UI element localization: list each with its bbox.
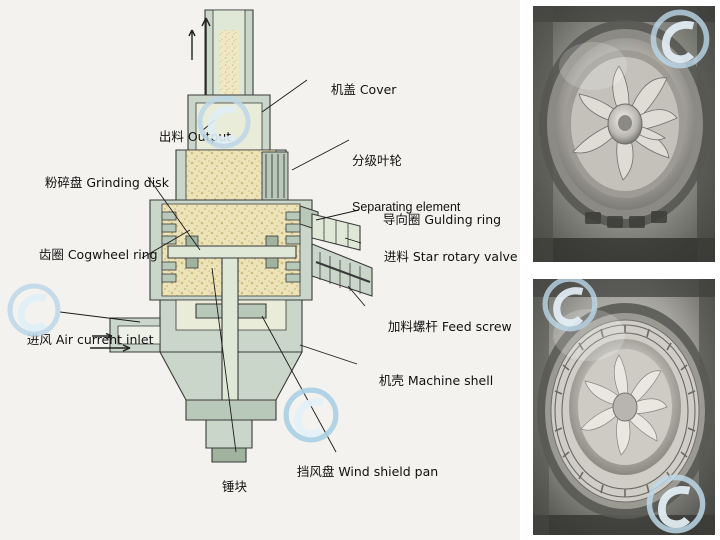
label-cover: 机盖 Cover [330, 81, 397, 97]
label-hammer-block: 锤块 Hammer block [222, 479, 248, 495]
label-output: 出料 Output [158, 128, 232, 144]
photo-grinding-disk [533, 6, 715, 262]
label-star-rotary-valve: 进料 Star rotary valve [383, 248, 518, 264]
label-wind-shield-pan: 挡风盘 Wind shield pan [296, 463, 439, 479]
label-machine-shell: 机壳 Machine shell [378, 372, 494, 388]
flow-arrows [90, 17, 211, 352]
photo-cogwheel-ring [533, 279, 715, 535]
label-grinding-disk: 粉碎盘 Grinding disk [44, 174, 169, 190]
label-guiding-ring: 导向圈 Gulding ring [382, 211, 502, 227]
label-separating-element: 分级叶轮 Separating element [352, 153, 461, 215]
label-feed-screw: 加料螺杆 Feed screw [387, 318, 512, 334]
photo-top-graphics [533, 6, 715, 262]
label-air-current-inlet: 进风 Air current inlet [26, 331, 154, 347]
label-cogwheel-ring: 齿圈 Cogwheel ring [38, 246, 158, 262]
machine-cutaway-diagram: 出料 Output 机盖 Cover 分级叶轮 Separating eleme… [0, 0, 520, 540]
photo-bottom-graphics [533, 279, 715, 535]
